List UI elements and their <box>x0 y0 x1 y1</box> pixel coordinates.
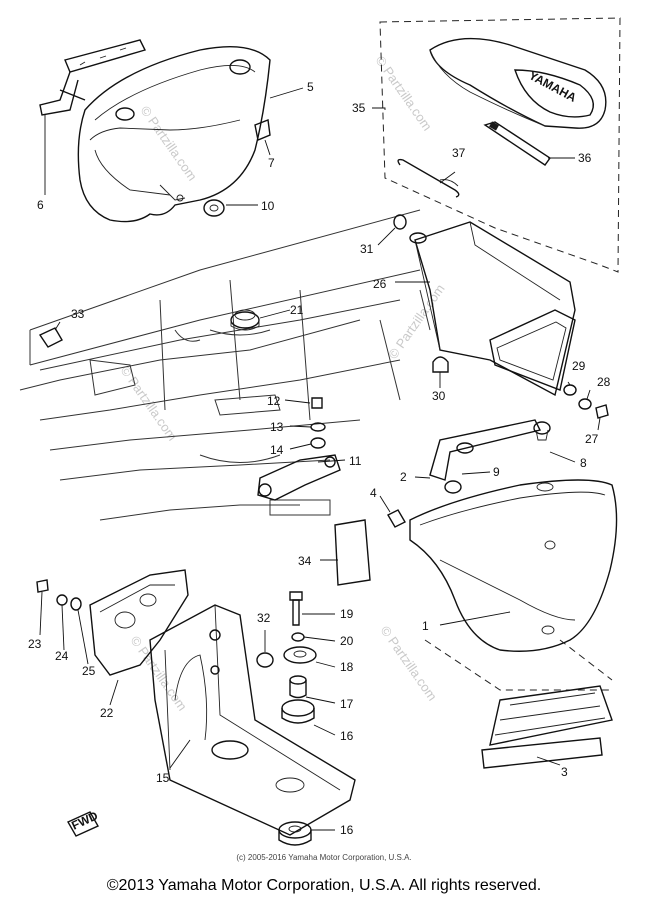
washer-part-25 <box>70 597 82 611</box>
watermark-5: © Partzilla.com <box>378 623 441 703</box>
clip-part-4 <box>387 509 406 528</box>
bracket-part-6 <box>39 39 147 116</box>
callout-14: 14 <box>270 443 284 457</box>
left-cover-part-5 <box>77 45 271 223</box>
callout-28: 28 <box>597 375 611 389</box>
callout-10: 10 <box>261 199 275 213</box>
box-part-26 <box>409 221 576 397</box>
spring-part-37 <box>397 158 460 198</box>
callout-33: 33 <box>71 307 85 321</box>
battery-box-part-15 <box>149 604 356 836</box>
cap-part-32 <box>256 652 274 668</box>
callout-19: 19 <box>340 607 354 621</box>
side-cover-part-1 <box>409 479 618 652</box>
leader-lines <box>39 87 601 831</box>
damper-part-18 <box>283 646 317 664</box>
grommet-part-8 <box>533 421 551 441</box>
washer-part-14 <box>310 437 326 449</box>
grommet-part-31 <box>393 214 407 230</box>
callout-30: 30 <box>432 389 446 403</box>
callout-34: 34 <box>298 554 312 568</box>
bolt-part-23 <box>36 579 49 593</box>
bolt-part-27 <box>595 404 609 419</box>
footer-copyright: ©2013 Yamaha Motor Corporation, U.S.A. A… <box>106 877 542 894</box>
frame-outline <box>19 209 431 521</box>
callout-1: 1 <box>422 619 429 633</box>
clip-part-33 <box>38 327 63 348</box>
washer-part-24 <box>56 594 68 606</box>
callout-20: 20 <box>340 634 354 648</box>
callout-31: 31 <box>360 242 374 256</box>
callout-numbers: 1 2 3 4 5 6 7 8 9 10 11 12 13 14 15 16 1… <box>28 80 611 837</box>
seat-cover-logo: YAMAHA <box>527 68 579 105</box>
callout-27: 27 <box>585 432 599 446</box>
bracket-part-11 <box>257 454 341 501</box>
fwd-arrow-icon: FWD <box>67 808 100 837</box>
watermark-6: © Partzilla.com <box>128 633 191 713</box>
callout-17: 17 <box>340 697 354 711</box>
grommet-part-10 <box>203 199 225 217</box>
callout-32: 32 <box>257 611 271 625</box>
watermark-2: © Partzilla.com <box>138 103 201 183</box>
callout-2: 2 <box>400 470 407 484</box>
fwd-label: FWD <box>69 808 100 832</box>
washer-part-20 <box>291 632 305 642</box>
watermark-3: © Partzilla.com <box>385 281 448 361</box>
bolt-part-19 <box>289 591 303 626</box>
callout-15: 15 <box>156 771 170 785</box>
washer-part-29 <box>563 384 577 396</box>
seat-group-box <box>379 17 621 273</box>
callout-8: 8 <box>580 456 587 470</box>
grommet-part-9 <box>444 480 462 494</box>
callout-3: 3 <box>561 765 568 779</box>
bracket-part-2 <box>429 419 542 481</box>
callout-16-upper: 16 <box>340 729 354 743</box>
callout-12: 12 <box>267 394 281 408</box>
clip-part-7 <box>254 119 271 141</box>
callout-35: 35 <box>352 101 366 115</box>
callout-24: 24 <box>55 649 69 663</box>
washer-part-28 <box>578 398 592 410</box>
label-part-34 <box>334 519 371 586</box>
callout-13: 13 <box>270 420 284 434</box>
callout-37: 37 <box>452 146 466 160</box>
cover-part-22 <box>89 569 189 676</box>
callout-29: 29 <box>572 359 586 373</box>
band-part-36 <box>483 121 551 166</box>
callout-9: 9 <box>493 465 500 479</box>
callout-25: 25 <box>82 664 96 678</box>
diagram-copyright: (c) 2005-2016 Yamaha Motor Corporation, … <box>236 853 412 862</box>
callout-22: 22 <box>100 706 114 720</box>
callout-6: 6 <box>37 198 44 212</box>
damper-part-16-upper <box>281 699 315 724</box>
callout-23: 23 <box>28 637 42 651</box>
callout-7: 7 <box>268 156 275 170</box>
grommet-part-21 <box>230 309 260 331</box>
callout-21: 21 <box>290 303 304 317</box>
clip-part-30 <box>432 356 449 373</box>
callout-16-lower: 16 <box>340 823 354 837</box>
watermarks: © Partzilla.com © Partzilla.com © Partzi… <box>118 53 448 713</box>
callout-5: 5 <box>307 80 314 94</box>
callout-26: 26 <box>373 277 387 291</box>
callout-11: 11 <box>349 454 362 468</box>
callout-18: 18 <box>340 660 354 674</box>
seat-cover-part-35: YAMAHA <box>429 37 607 129</box>
callout-4: 4 <box>370 486 377 500</box>
callout-36: 36 <box>578 151 592 165</box>
bolt-part-12 <box>311 397 323 409</box>
collar-part-17 <box>289 675 307 699</box>
emblem-part-3 <box>424 639 613 769</box>
